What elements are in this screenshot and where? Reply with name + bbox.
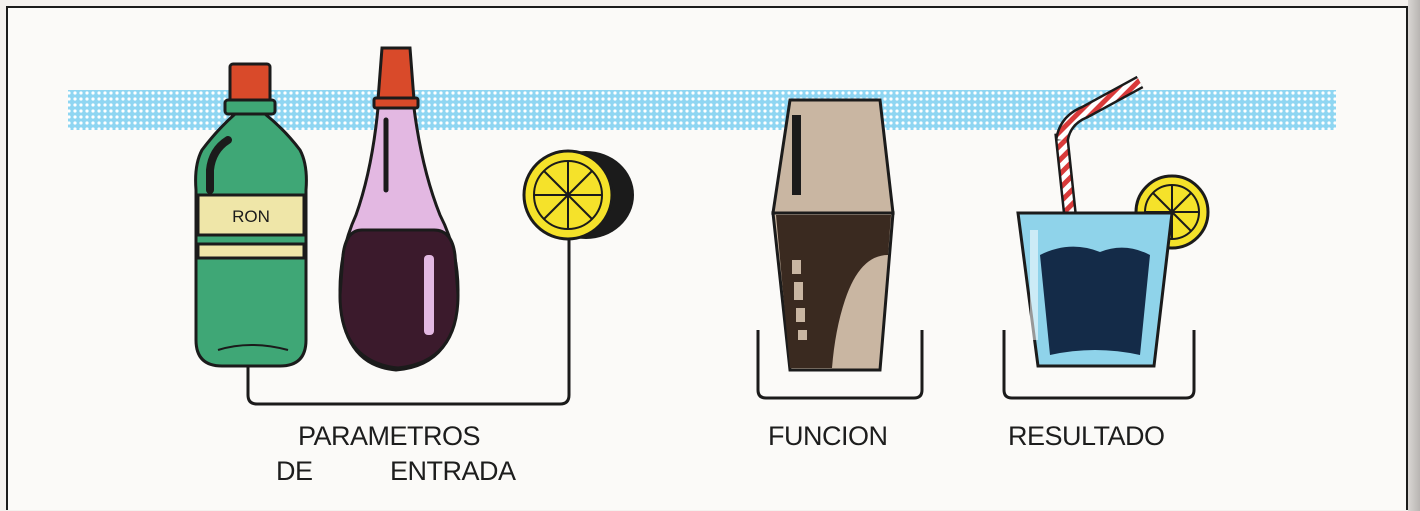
glass-with-straw-icon — [1002, 75, 1210, 400]
liqueur-bottle-icon — [338, 46, 460, 372]
label-entrada: ENTRADA — [390, 456, 516, 486]
label-funcion: FUNCION — [768, 421, 888, 451]
input-connector-line — [246, 235, 571, 406]
lemon-slice-icon — [522, 149, 634, 241]
cocktail-shaker-icon — [756, 98, 924, 400]
bottle-label-text: RON — [232, 207, 270, 226]
label-parametros: PARAMETROS — [298, 421, 481, 451]
page-edge — [1408, 0, 1420, 511]
label-resultado: RESULTADO — [1008, 421, 1165, 451]
rum-bottle-icon: RON — [194, 62, 308, 368]
label-de: DE — [276, 456, 313, 486]
